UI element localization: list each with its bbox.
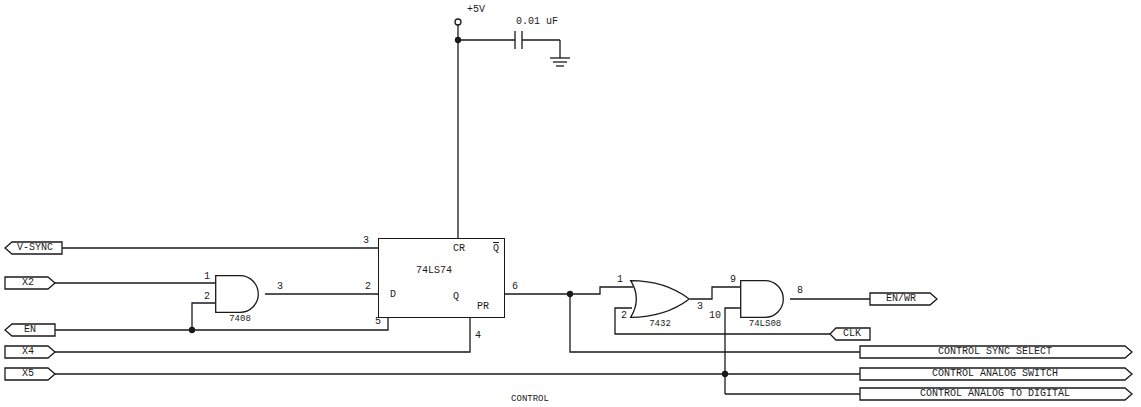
part-number: 74LS74 [416,266,452,276]
pin-number: 8 [797,286,803,296]
signal-name: CONTROL ANALOG TO DIGITAL [920,389,1070,399]
wire-connector [265,293,378,294]
pin-number: 6 [512,282,518,292]
part-number: 7408 [229,314,251,324]
pin-name: PR [477,302,489,312]
pin-number: 9 [730,275,736,285]
pin-number: 1 [617,275,623,285]
pin-name: Q̄ [493,244,499,254]
and-gate-symbol [215,275,265,313]
signal-name: CONTROL SYNC SELECT [938,347,1052,357]
pin-number: 3 [363,236,369,246]
signal-name: EN/WR [886,294,916,304]
supply-label: +5V [467,5,485,15]
or-gate: 7432 [630,280,690,318]
signal-name: CLK [843,329,861,339]
pin-number: 3 [697,302,703,312]
pin-name: D [390,290,396,300]
pin-number: 3 [277,282,283,292]
signal-name: X4 [22,347,34,357]
pin-number: 1 [204,272,210,282]
pin-number: 5 [375,317,381,327]
caption-text: CONTROL [511,394,549,404]
part-number: 74LS08 [749,319,781,329]
wire-connector [505,287,633,294]
wire-connector [690,287,740,299]
and-gate: 7408 [215,275,265,313]
signal-name: V-SYNC [17,243,53,253]
or-gate-symbol [630,280,690,318]
pin-name: Q [453,292,459,302]
and-gate: 74LS08 [740,280,790,318]
flip-flop-box: CR Q̄ 74LS74D Q PR [378,238,505,318]
pin-number: 10 [709,311,721,321]
signal-name: EN [24,325,36,335]
part-number: 7432 [649,319,671,329]
pin-name: CR [453,244,465,254]
signal-name: CONTROL ANALOG SWITCH [932,369,1058,379]
signal-name: X2 [22,278,34,288]
pin-number: 2 [621,311,627,321]
pin-number: 2 [204,292,210,302]
and-gate-symbol [740,280,790,318]
capacitor-value: 0.01 uF [516,17,558,27]
pin-number: 4 [475,331,481,341]
signal-name: X5 [22,369,34,379]
pin-number: 2 [365,282,371,292]
